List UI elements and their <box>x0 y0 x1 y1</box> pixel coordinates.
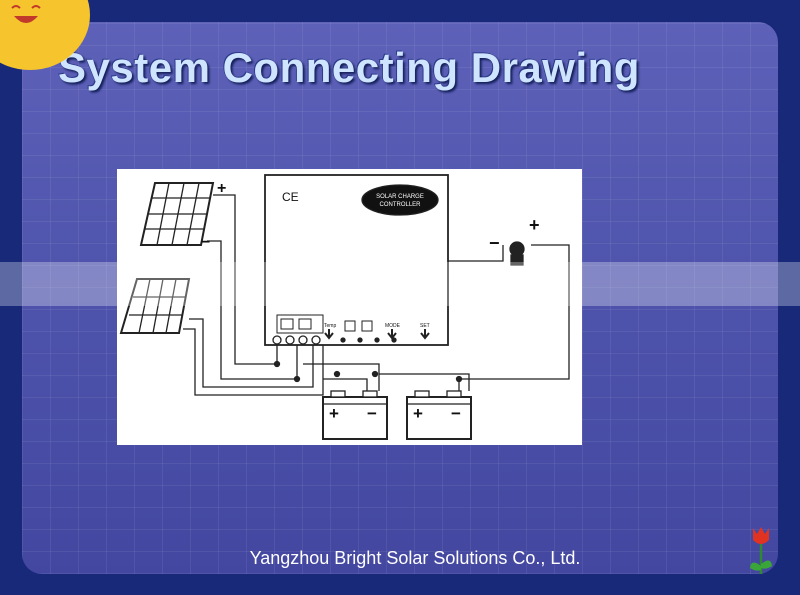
solar-panel-icon <box>139 182 215 246</box>
solar-panel-icon <box>119 278 191 334</box>
load-plus-label: + <box>529 215 540 235</box>
battery-icon <box>322 390 388 440</box>
battery-icon <box>406 390 472 440</box>
load-minus-label: − <box>489 233 500 253</box>
controller-label: SOLAR CHARGE <box>376 194 424 200</box>
battery-plus-label: + <box>329 404 339 423</box>
panel-minus-label: − <box>201 234 210 251</box>
ce-mark: CE <box>282 190 299 204</box>
battery-minus-label: − <box>451 404 461 423</box>
page-title: System Connecting Drawing <box>58 44 640 91</box>
button-label: SET <box>420 323 430 329</box>
button-label: Temp <box>324 323 336 329</box>
button-label: MODE <box>385 323 401 329</box>
panel-plus-label: + <box>217 180 226 197</box>
company-footer: Yangzhou Bright Solar Solutions Co., Ltd… <box>249 548 581 568</box>
light-bulb-icon <box>509 241 525 266</box>
watermark-band <box>0 262 800 306</box>
wiring-diagram: CE SOLAR CHARGE CONTROLLER + − + − + − +… <box>117 169 582 445</box>
watermark-text: trade.china.cn <box>272 266 486 304</box>
battery-plus-label: + <box>413 404 423 423</box>
battery-minus-label: − <box>367 404 377 423</box>
controller-label: CONTROLLER <box>379 202 421 208</box>
tulip-icon <box>748 524 774 581</box>
